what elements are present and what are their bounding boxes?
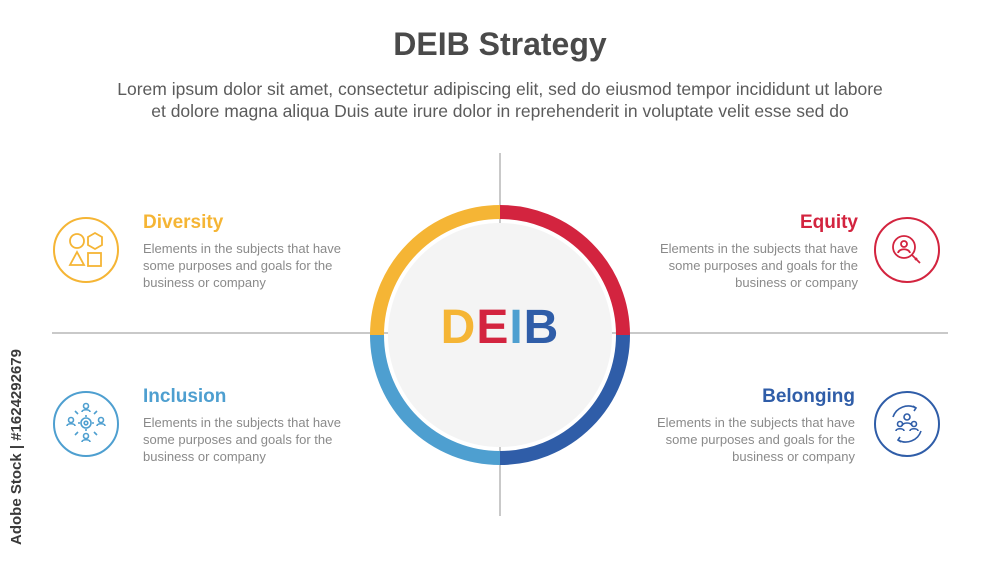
shapes-icon (68, 231, 103, 267)
inclusion-desc-line: business or company (143, 449, 266, 464)
diversity-title: Diversity (143, 212, 224, 233)
equity-desc-line: business or company (735, 275, 858, 290)
center-label: DEIB (375, 300, 625, 355)
diversity-block: Diversity Elements in the subjects that … (143, 212, 363, 291)
equity-description: Elements in the subjects that have some … (638, 240, 858, 291)
belonging-block: Belonging Elements in the subjects that … (635, 386, 855, 465)
center-disc (388, 223, 612, 447)
subtitle-line-1: Lorem ipsum dolor sit amet, consectetur … (117, 79, 883, 99)
equity-block: Equity Elements in the subjects that hav… (638, 212, 858, 291)
letter-d: D (440, 301, 477, 354)
letter-b: B (523, 301, 560, 354)
ring-segment-diversity (370, 205, 501, 336)
group-cycle-icon (892, 405, 922, 443)
equity-desc-line: Elements in the subjects that have (659, 241, 858, 256)
letter-i: I (509, 301, 524, 354)
belonging-title: Belonging (762, 386, 855, 407)
diversity-desc-line: Elements in the subjects that have (143, 241, 342, 256)
stock-watermark: Adobe Stock | #1624292679 (8, 349, 25, 545)
diversity-icon-circle (53, 217, 119, 283)
inclusion-desc-line: some purposes and goals for the (143, 432, 333, 447)
ring-segment-equity (499, 205, 630, 336)
center-ring (370, 205, 630, 465)
belonging-desc-line: Elements in the subjects that have (656, 415, 855, 430)
equity-icon-circle (874, 217, 940, 283)
inclusion-description: Elements in the subjects that have some … (143, 414, 363, 465)
belonging-icon-circle (874, 391, 940, 457)
diversity-desc-line: some purposes and goals for the (143, 258, 333, 273)
belonging-description: Elements in the subjects that have some … (635, 414, 855, 465)
subtitle-line-2: et dolore magna aliqua Duis aute irure d… (151, 101, 849, 121)
inclusion-title: Inclusion (143, 386, 227, 407)
letter-e: E (476, 301, 510, 354)
ring-segment-inclusion (370, 334, 501, 465)
diversity-description: Elements in the subjects that have some … (143, 240, 363, 291)
people-gear-icon (66, 402, 106, 443)
person-search-icon (892, 235, 921, 264)
belonging-desc-line: some purposes and goals for the (665, 432, 855, 447)
inclusion-desc-line: Elements in the subjects that have (143, 415, 342, 430)
page-subtitle: Lorem ipsum dolor sit amet, consectetur … (40, 78, 960, 122)
page-title: DEIB Strategy (393, 26, 607, 62)
equity-title: Equity (799, 212, 858, 233)
inclusion-icon-circle (53, 391, 119, 457)
diversity-desc-line: business or company (143, 275, 266, 290)
equity-desc-line: some purposes and goals for the (668, 258, 858, 273)
ring-segment-belonging (499, 334, 630, 465)
inclusion-block: Inclusion Elements in the subjects that … (143, 386, 363, 465)
belonging-desc-line: business or company (732, 449, 855, 464)
